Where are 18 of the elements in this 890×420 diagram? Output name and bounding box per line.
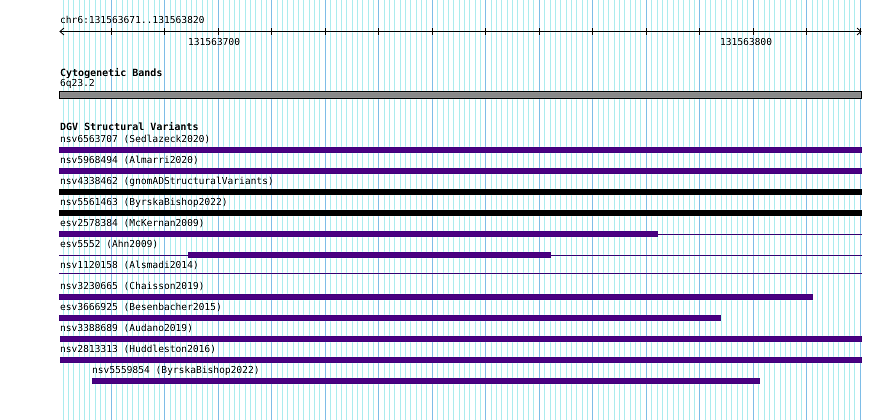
variant-label: nsv5561463 (ByrskaBishop2022) bbox=[60, 197, 228, 208]
variant-label: esv5552 (Ahn2009) bbox=[60, 239, 158, 250]
position-label: 131563800 bbox=[720, 37, 772, 48]
variant-label: nsv6563707 (Sedlazeck2020) bbox=[60, 134, 210, 145]
track-title: Cytogenetic Bands bbox=[60, 68, 162, 79]
variant-label: nsv3388689 (Audano2019) bbox=[60, 323, 193, 334]
variant-label: nsv4338462 (gnomADStructuralVariants) bbox=[60, 176, 274, 187]
range-label: chr6:131563671..131563820 bbox=[60, 15, 204, 26]
variant-label: nsv1120158 (Alsmadi2014) bbox=[60, 260, 199, 271]
variant-label: nsv2813313 (Huddleston2016) bbox=[60, 344, 216, 355]
variant-label: nsv5968494 (Almarri2020) bbox=[60, 155, 199, 166]
band-label: 6q23.2 bbox=[60, 78, 95, 89]
variant-label: esv2578384 (McKernan2009) bbox=[60, 218, 204, 229]
position-label: 131563700 bbox=[188, 37, 240, 48]
variant-label: nsv5559854 (ByrskaBishop2022) bbox=[92, 365, 260, 376]
track-title: DGV Structural Variants bbox=[60, 122, 198, 133]
variant-label: nsv3230665 (Chaisson2019) bbox=[60, 281, 204, 292]
variant-label: esv3666925 (Besenbacher2015) bbox=[60, 302, 222, 313]
